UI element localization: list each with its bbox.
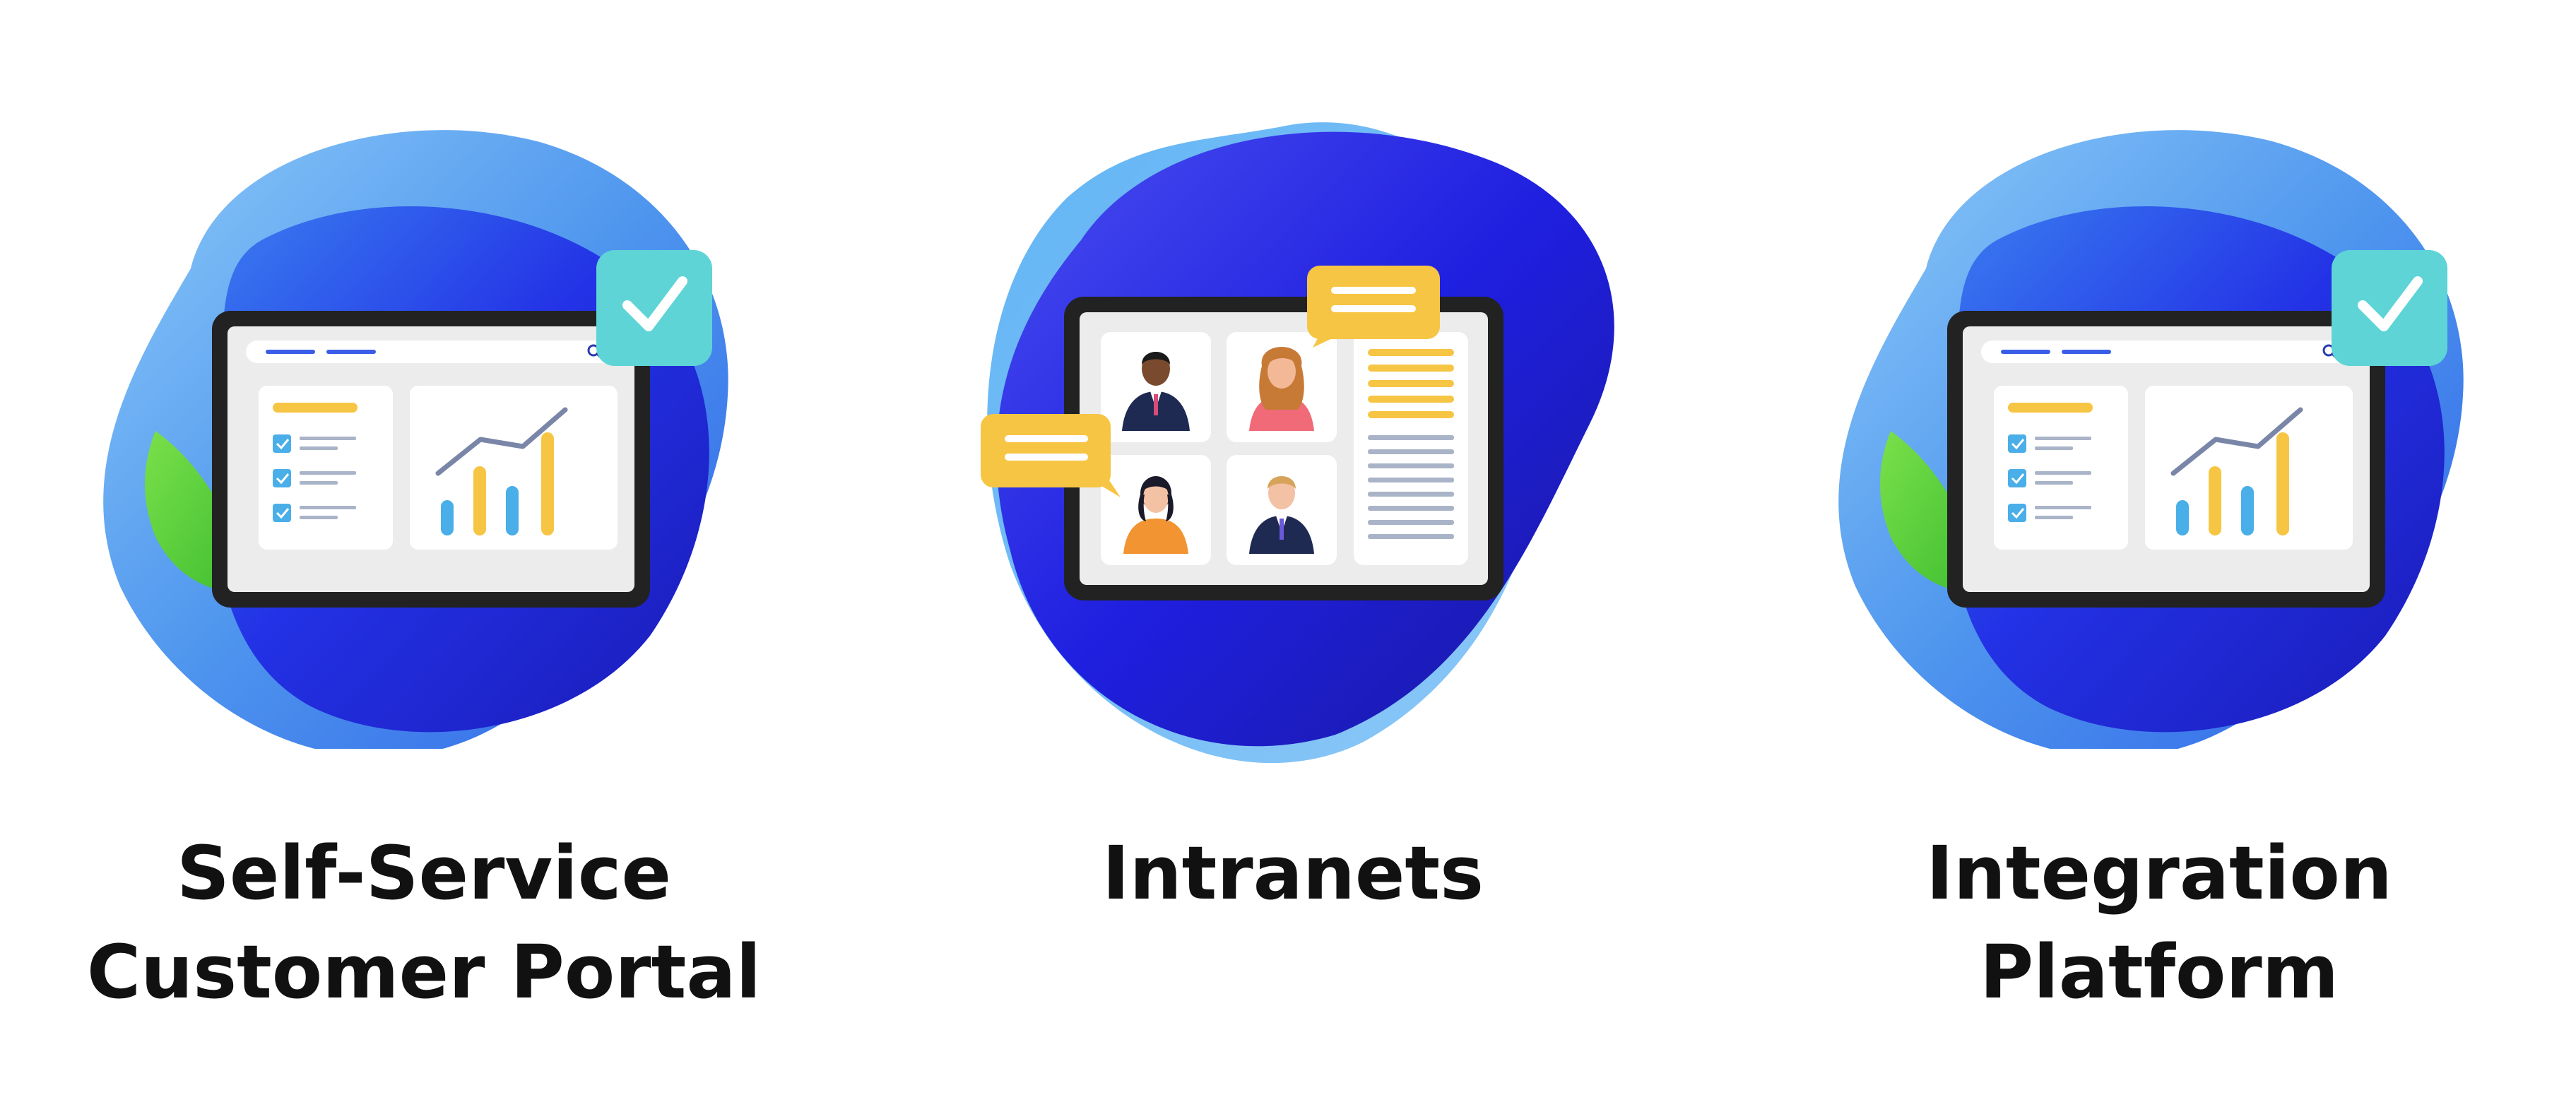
checkbox-icon <box>2008 469 2026 487</box>
bar <box>2276 432 2289 535</box>
bar <box>2209 466 2221 535</box>
search-bar <box>246 341 616 363</box>
trend-line <box>435 407 568 476</box>
participant-avatar <box>1123 476 1188 554</box>
bar <box>2176 500 2189 535</box>
check-badge <box>2332 250 2447 366</box>
checkbox-icon <box>273 504 291 522</box>
chart-panel <box>2145 386 2353 550</box>
caption-line: Self-Service <box>176 830 672 916</box>
caption-self-service: Self-Service Customer Portal <box>71 824 777 1022</box>
checkbox-icon <box>2008 434 2026 453</box>
card-integration-platform <box>1834 99 2484 757</box>
bar <box>2241 486 2254 535</box>
card-intranets <box>968 99 1625 764</box>
bar <box>541 432 554 535</box>
search-bar <box>1981 341 2351 363</box>
bar <box>506 486 519 535</box>
caption-intranets: Intranets <box>940 824 1646 923</box>
chat-bubble-icon <box>981 414 1121 497</box>
checklist-panel <box>1994 386 2128 550</box>
caption-integration-platform: Integration Platform <box>1806 824 2512 1022</box>
checkbox-icon <box>273 469 291 487</box>
caption-line: Customer Portal <box>86 929 762 1015</box>
check-badge <box>596 250 712 366</box>
trend-line <box>2170 407 2303 476</box>
participant-avatar <box>1122 352 1190 431</box>
checkbox-icon <box>2008 504 2026 522</box>
video-call-illustration <box>981 122 1614 764</box>
chart-panel <box>410 386 618 550</box>
bar <box>441 500 454 535</box>
dashboard-illustration <box>103 130 728 757</box>
chat-bubble-icon <box>1307 266 1440 348</box>
dashboard-illustration <box>1838 130 2464 757</box>
participant-avatar <box>1249 476 1314 554</box>
participant-avatar <box>1249 347 1314 431</box>
checkbox-icon <box>273 434 291 453</box>
checkmark-icon <box>2358 276 2423 331</box>
checkmark-icon <box>622 276 687 331</box>
bar <box>473 466 486 535</box>
caption-line: Integration <box>1926 830 2392 916</box>
checklist-panel <box>259 386 393 550</box>
card-self-service <box>99 99 749 757</box>
caption-line: Intranets <box>1101 830 1484 916</box>
caption-line: Platform <box>1979 929 2339 1015</box>
